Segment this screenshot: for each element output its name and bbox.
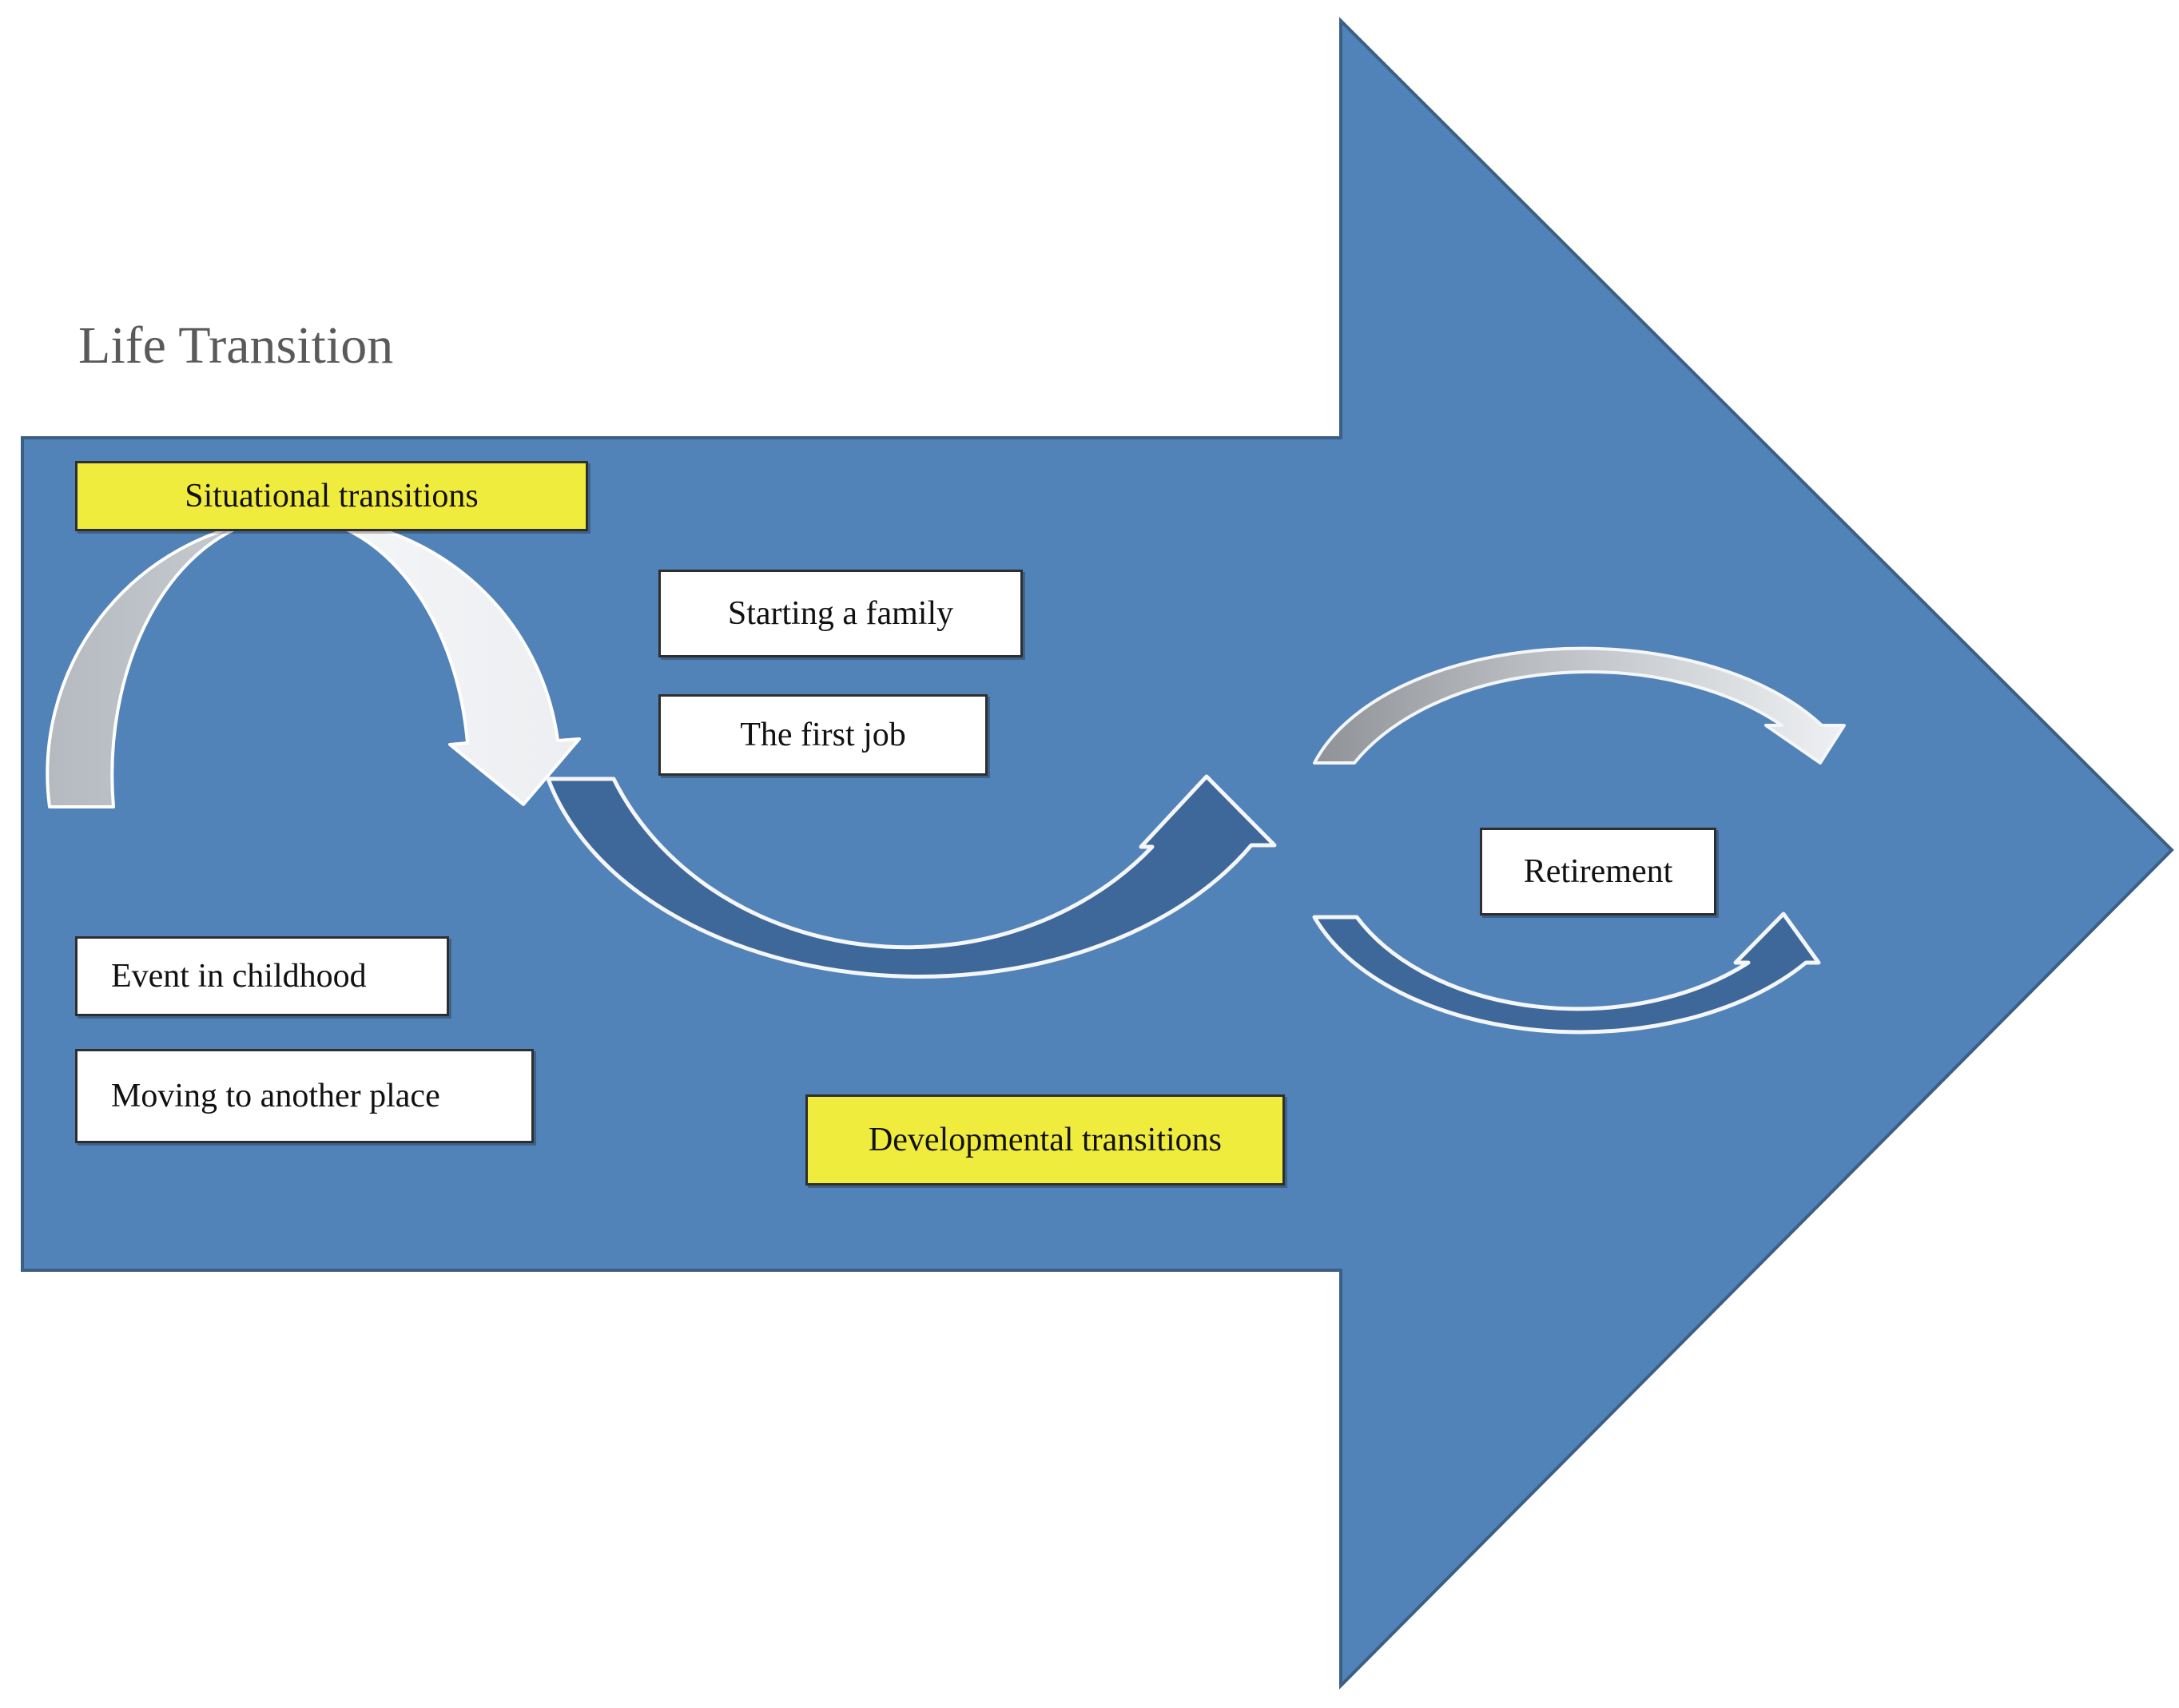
diagram-title: Life Transition <box>78 316 394 375</box>
developmental-transitions-label: Developmental transitions <box>805 1094 1285 1186</box>
retirement-top-curved-arrow-icon <box>1313 646 1846 765</box>
big-right-arrow-icon <box>21 17 2174 1690</box>
retirement-bottom-curved-arrow-icon <box>1312 912 1821 1035</box>
moving-to-another-place-box: Moving to another place <box>75 1049 534 1143</box>
situational-curved-arrow-icon <box>46 514 581 808</box>
first-job-box: The first job <box>658 694 988 776</box>
developmental-curved-arrow-icon <box>546 774 1277 979</box>
event-in-childhood-box: Event in childhood <box>75 936 449 1016</box>
retirement-box: Retirement <box>1480 828 1716 916</box>
situational-transitions-label: Situational transitions <box>75 461 588 531</box>
starting-family-box: Starting a family <box>658 570 1023 657</box>
